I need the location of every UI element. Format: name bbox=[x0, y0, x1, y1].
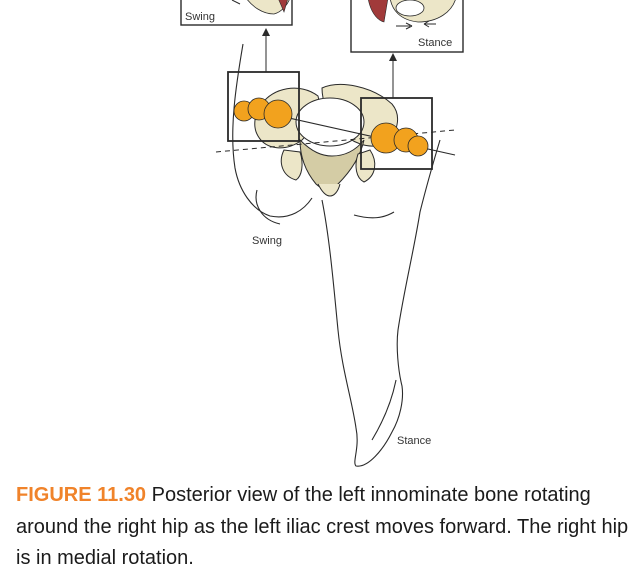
stance-inset: Stance bbox=[350, 0, 464, 53]
swing-inset: Swing bbox=[180, 0, 293, 26]
figure-number: FIGURE 11.30 bbox=[16, 484, 147, 506]
hip-rotation-illustration: Swing Stance Swing Stance bbox=[180, 0, 464, 467]
figure-caption: FIGURE 11.30 Posterior view of the left … bbox=[16, 480, 630, 575]
left-femoral-head bbox=[233, 97, 293, 129]
swing-leg-label: Swing bbox=[252, 235, 282, 247]
stance-leg-outline bbox=[321, 139, 441, 467]
stance-inset-label: Stance bbox=[418, 37, 452, 49]
swing-inset-label: Swing bbox=[185, 11, 215, 23]
right-femoral-head bbox=[370, 122, 429, 157]
swing-leg-outline bbox=[232, 43, 313, 225]
stance-hip-box bbox=[360, 97, 433, 170]
stance-leg-label: Stance bbox=[397, 435, 431, 447]
figure-caption-text: Posterior view of the left innominate bo… bbox=[16, 484, 629, 569]
swing-hip-box bbox=[227, 71, 300, 142]
